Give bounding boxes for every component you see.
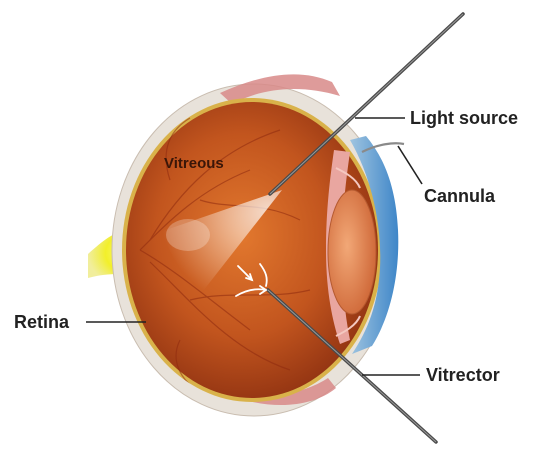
vitreous-label: Vitreous: [164, 155, 224, 172]
retina-label: Retina: [14, 312, 70, 332]
light-source-label: Light source: [410, 108, 518, 128]
vitrector-label: Vitrector: [426, 365, 500, 385]
cannula-leader: [398, 146, 422, 184]
cannula-label: Cannula: [424, 186, 496, 206]
